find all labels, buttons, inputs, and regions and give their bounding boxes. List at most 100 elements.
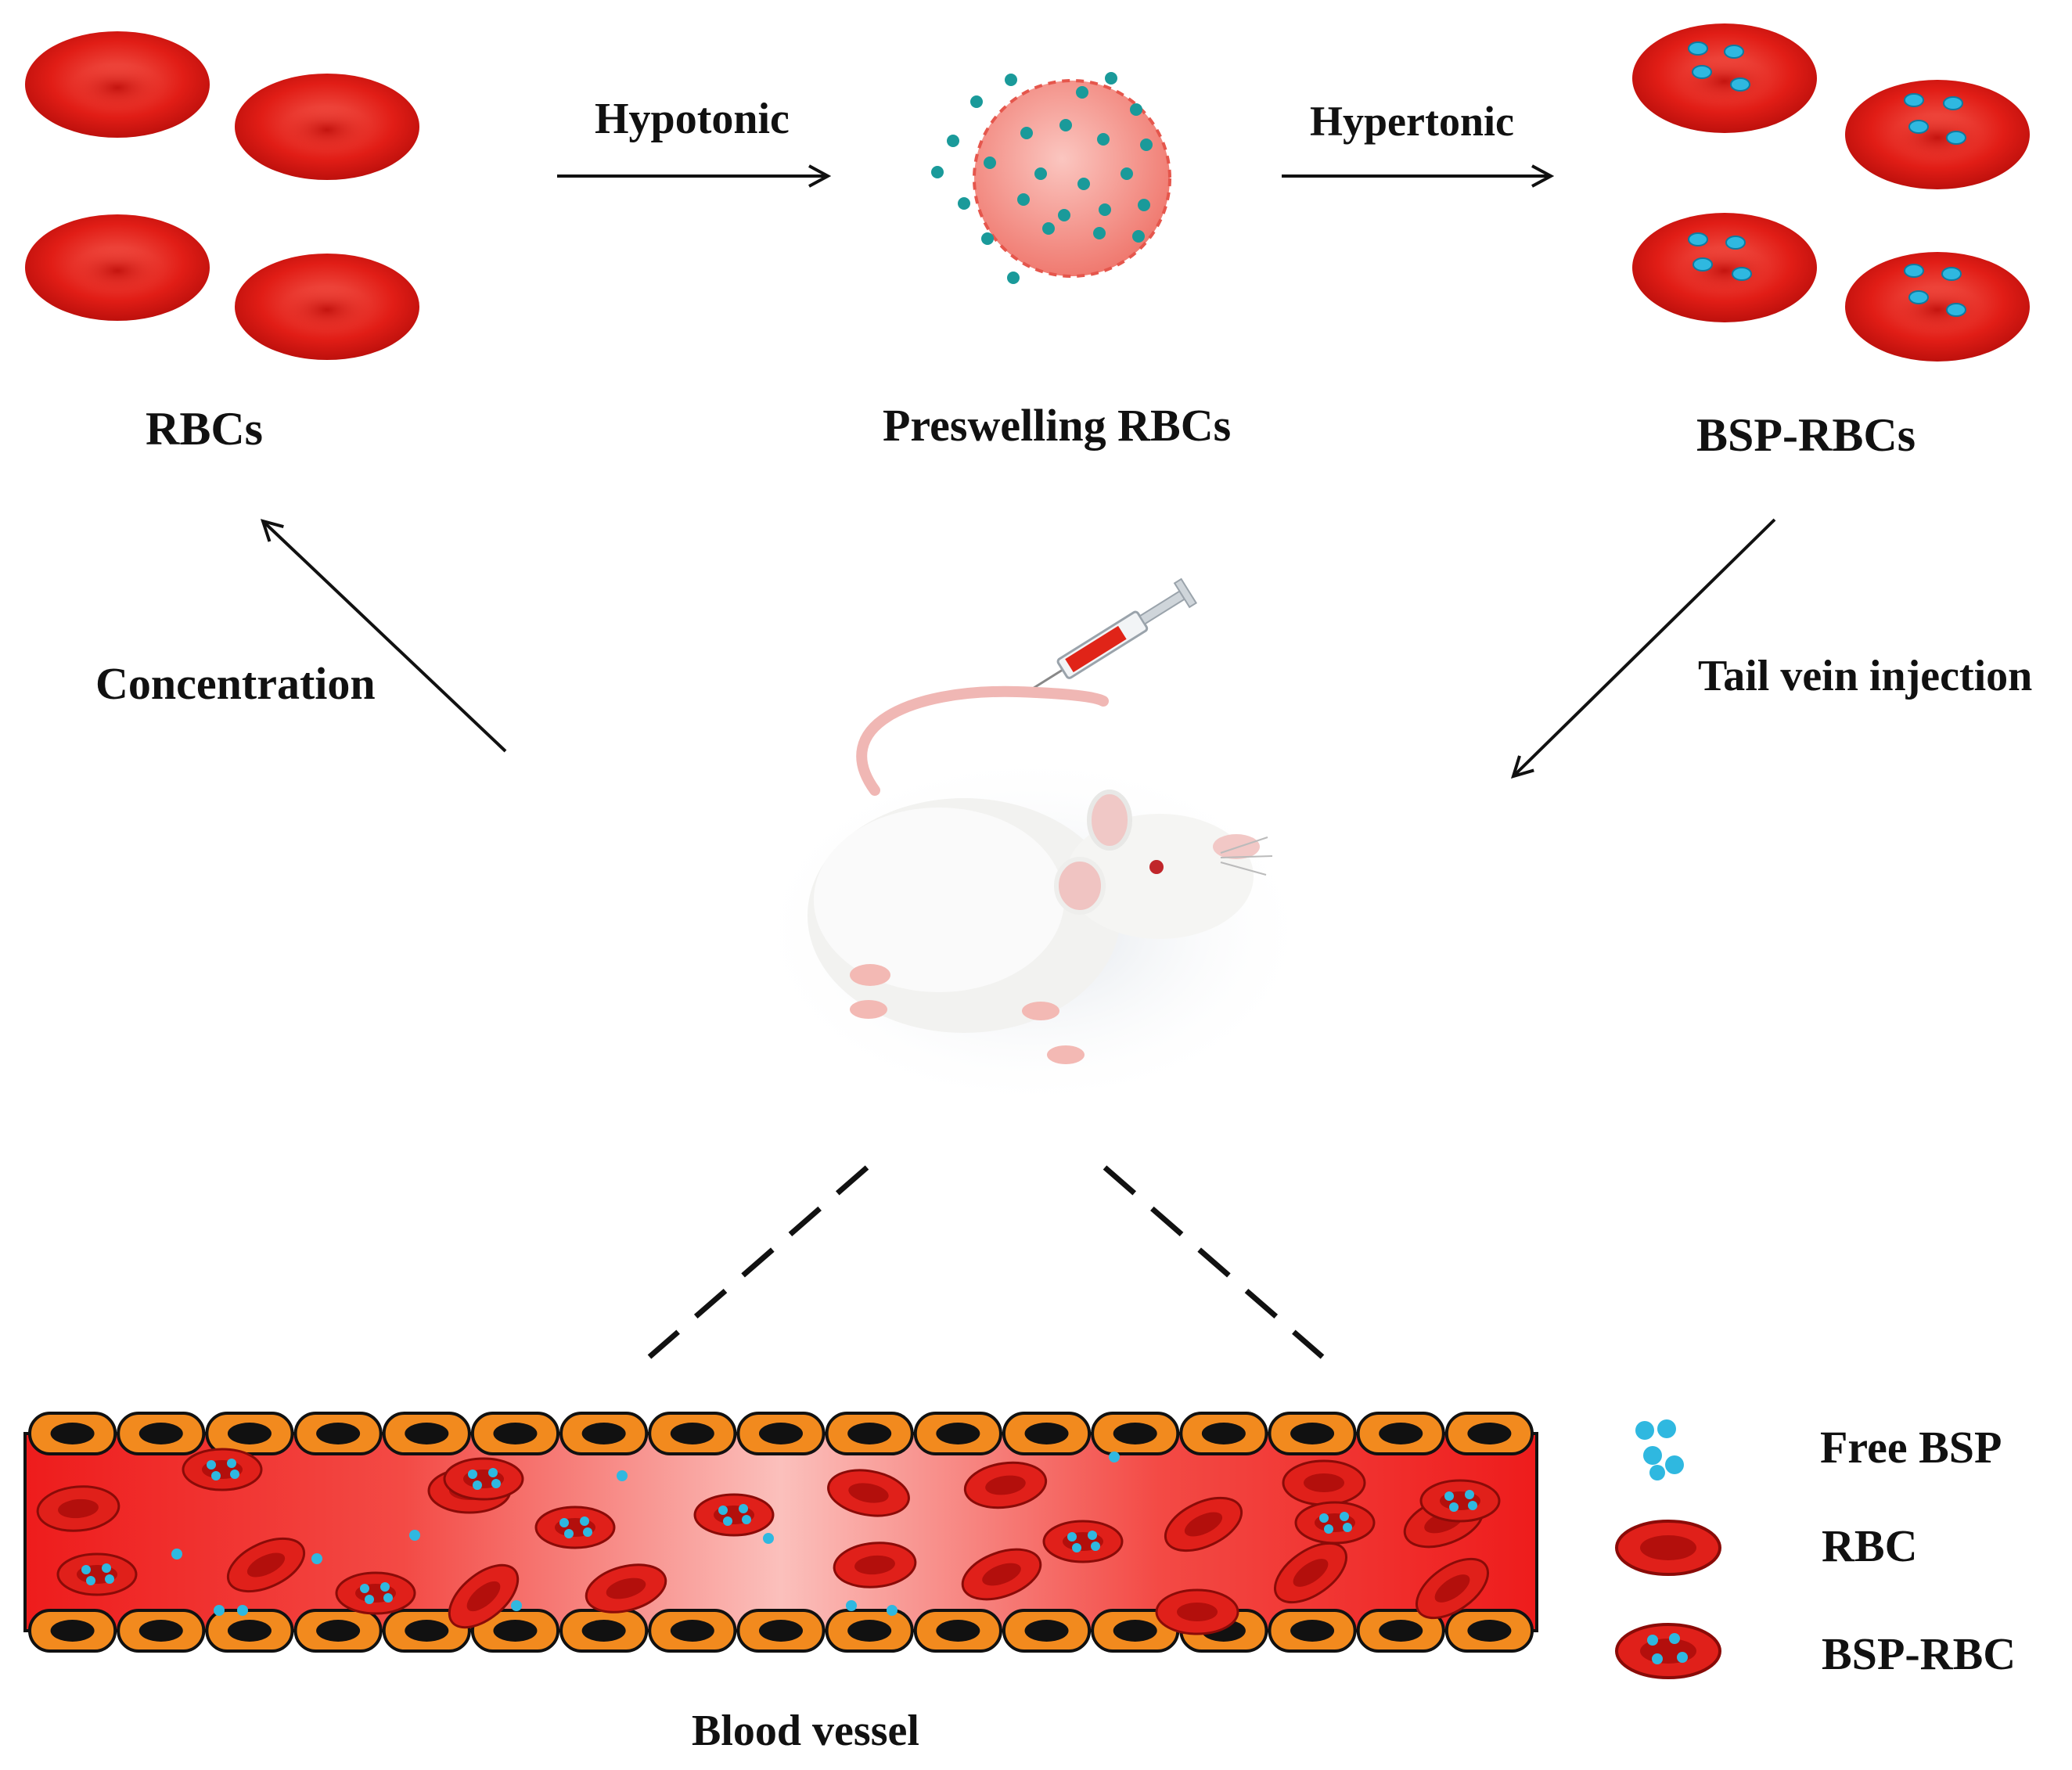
vessel-rbc	[226, 1537, 306, 1593]
free-bsp-dot	[409, 1530, 420, 1541]
vessel-rbc	[448, 1563, 520, 1629]
concentration-arrow	[263, 521, 507, 753]
endothelial-cell	[382, 1412, 471, 1455]
endothelial-cell	[913, 1412, 1002, 1455]
legend-label-free-bsp: Free BSP	[1820, 1422, 2002, 1473]
vessel-bsp-rbc	[335, 1571, 416, 1615]
legend-free-bsp-swatch	[1635, 1419, 1684, 1480]
endothelial-cell	[559, 1609, 649, 1653]
endothelial-cell	[382, 1609, 471, 1653]
free-bsp-dot	[763, 1533, 774, 1544]
vessel-bsp-rbc	[534, 1506, 616, 1549]
rbc-group-bsp	[1632, 23, 2030, 362]
free-bsp-dot	[846, 1600, 857, 1611]
vessel-cells	[36, 1448, 1501, 1635]
endothelial-cell	[1179, 1412, 1268, 1455]
endothelial-cell	[1356, 1412, 1445, 1455]
vessel-bsp-rbc	[182, 1448, 263, 1491]
endothelial-cell	[205, 1412, 294, 1455]
label-hypertonic: Hypertonic	[1310, 98, 1514, 145]
endothelial-cell	[1444, 1609, 1534, 1653]
legend-bsp-rbc-swatch	[1615, 1623, 1721, 1679]
free-bsp-dot	[171, 1549, 182, 1560]
endothelial-cell	[28, 1412, 117, 1455]
endothelial-cell	[28, 1609, 117, 1653]
label-blood-vessel: Blood vessel	[692, 1707, 919, 1755]
endothelial-cell	[648, 1609, 737, 1653]
vessel-rbc	[833, 1542, 917, 1588]
vessel-rbc	[585, 1563, 667, 1614]
endothelial-cell	[1268, 1609, 1357, 1653]
label-bsp-rbcs: BSP-RBCs	[1696, 409, 1916, 461]
endothelial-cell	[913, 1609, 1002, 1653]
endothelial-cell	[470, 1412, 560, 1455]
legend-label-rbc: RBC	[1822, 1520, 1918, 1571]
vessel-rbc	[1282, 1459, 1366, 1506]
tail-vein-injection-arrow	[1513, 518, 1776, 776]
rbc-group-plain	[25, 31, 419, 360]
legend	[1615, 1419, 1721, 1679]
endothelial-cell	[1356, 1609, 1445, 1653]
vessel-rbc	[963, 1461, 1048, 1509]
vessel-bsp-rbc	[56, 1552, 138, 1596]
label-rbcs: RBCs	[146, 403, 264, 455]
label-tail-vein-injection: Tail vein injection	[1698, 652, 2033, 700]
free-bsp-dot	[887, 1605, 898, 1616]
vessel-bsp-rbc	[1419, 1479, 1501, 1523]
label-hypotonic: Hypotonic	[595, 95, 790, 143]
bsp-rbc-cell	[1845, 80, 2030, 189]
vessel-rbc	[1415, 1557, 1490, 1620]
endothelial-cell	[559, 1412, 649, 1455]
rbc-cell	[25, 31, 210, 138]
endothelial-cell	[117, 1609, 206, 1653]
endothelial-cell	[1091, 1412, 1180, 1455]
free-bsp-dot	[617, 1470, 628, 1481]
vessel-rbc	[36, 1485, 121, 1532]
endothelial-cell	[205, 1609, 294, 1653]
vessel-wall-top	[28, 1412, 1534, 1455]
vessel-free-bsp	[171, 1452, 1120, 1616]
endothelial-cell	[1268, 1412, 1357, 1455]
mouse-icon	[751, 685, 1315, 1111]
bsp-rbc-cell	[1632, 23, 1817, 133]
free-bsp-dot	[311, 1553, 322, 1564]
bsp-rbc-cell	[1845, 252, 2030, 362]
vessel-rbc	[961, 1548, 1042, 1601]
vessel-rbc	[1164, 1496, 1243, 1552]
endothelial-cell	[1091, 1609, 1180, 1653]
bsp-rbc-cell	[1632, 213, 1817, 322]
endothelial-cell	[117, 1412, 206, 1455]
label-preswelling-rbcs: Preswelling RBCs	[883, 400, 1232, 451]
legend-rbc-swatch	[1615, 1520, 1721, 1576]
endothelial-cell	[825, 1609, 914, 1653]
endothelial-cell	[825, 1412, 914, 1455]
rbc-cell	[25, 214, 210, 321]
vessel-bsp-rbc	[443, 1457, 524, 1501]
rbc-cell	[235, 74, 419, 180]
endothelial-cell	[293, 1609, 383, 1653]
syringe-icon	[1023, 577, 1198, 696]
blood-vessel	[23, 1412, 1538, 1653]
endothelial-cell	[1444, 1412, 1534, 1455]
free-bsp-dot	[511, 1600, 522, 1611]
zoom-line-left	[647, 1165, 869, 1359]
label-concentration: Concentration	[95, 658, 376, 709]
endothelial-cell	[1002, 1412, 1092, 1455]
endothelial-cell	[736, 1609, 826, 1653]
endothelial-cell	[648, 1412, 737, 1455]
preswelling-rbc	[931, 72, 1171, 284]
free-bsp-dot	[1109, 1452, 1120, 1462]
vessel-bsp-rbc	[693, 1493, 775, 1537]
legend-label-bsp-rbc: BSP-RBC	[1822, 1628, 2016, 1679]
vessel-wall-bottom	[28, 1609, 1534, 1653]
endothelial-cell	[293, 1412, 383, 1455]
vessel-bsp-rbc	[1294, 1501, 1376, 1545]
vessel-rbc	[1155, 1588, 1239, 1635]
vessel-bsp-rbc	[1042, 1520, 1124, 1563]
vessel-rbc	[1273, 1542, 1348, 1604]
free-bsp-dot	[237, 1605, 248, 1616]
endothelial-cell	[1002, 1609, 1092, 1653]
rbc-cell	[235, 254, 419, 360]
